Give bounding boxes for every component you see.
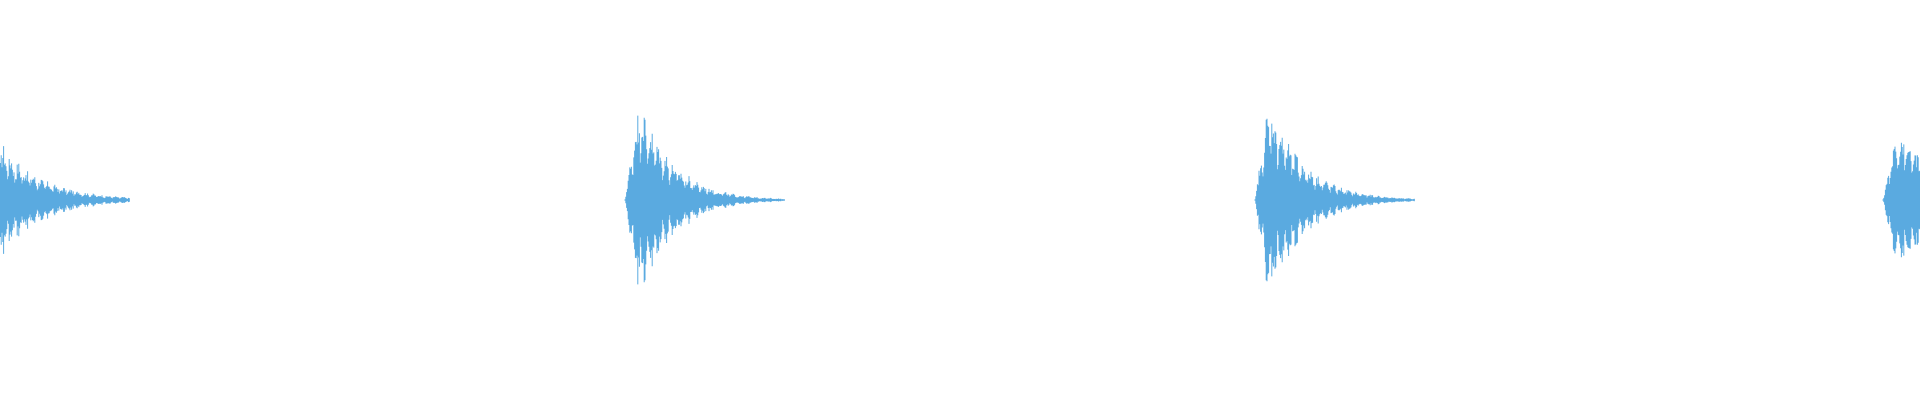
waveform-burst-3	[1254, 118, 1415, 282]
waveform-bursts	[0, 115, 1920, 285]
waveform-burst-2	[624, 115, 785, 285]
waveform-burst-1	[0, 146, 130, 254]
waveform-burst-4	[1882, 142, 1920, 258]
